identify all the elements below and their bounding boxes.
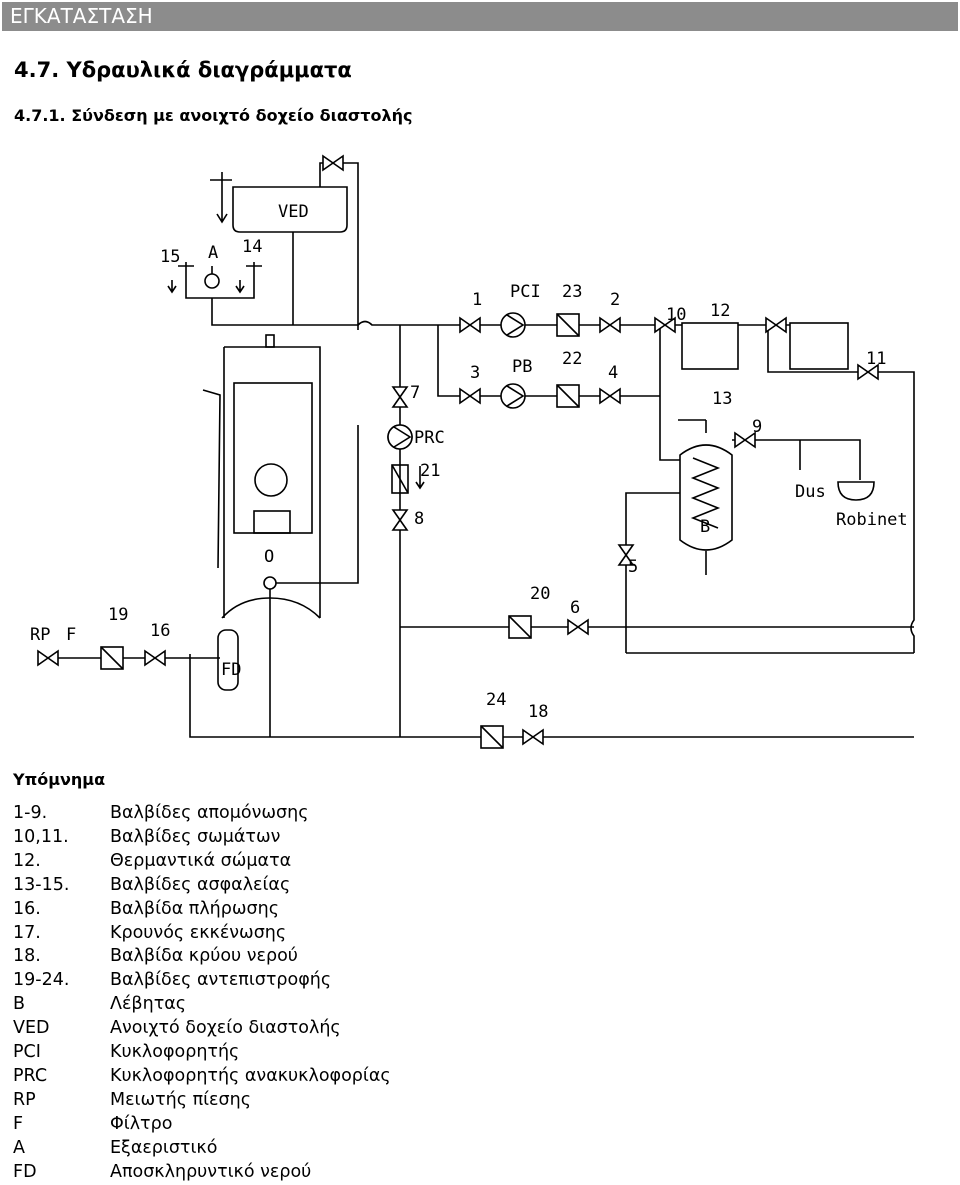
label-robinet: Robinet: [836, 510, 908, 530]
label-rp: RP: [30, 625, 50, 645]
legend-item: 1-9.Βαλβίδες απομόνωσης: [13, 803, 309, 823]
label-15: 15: [160, 247, 180, 267]
label-prc: PRC: [414, 428, 445, 448]
label-6: 6: [570, 598, 580, 618]
label-23: 23: [562, 282, 582, 302]
label-3: 3: [470, 363, 480, 383]
label-18: 18: [528, 702, 548, 722]
label-11: 11: [866, 349, 886, 369]
label-5: 5: [628, 557, 638, 577]
label-pci: PCI: [510, 282, 541, 302]
label-2: 2: [610, 290, 620, 310]
label-22: 22: [562, 349, 582, 369]
legend-title: Υπόμνημα: [13, 770, 106, 789]
legend-item: 19-24.Βαλβίδες αντεπιστροφής: [13, 970, 332, 991]
label-4: 4: [608, 363, 618, 383]
label-12: 12: [710, 301, 730, 321]
legend-item: 13-15.Βαλβίδες ασφαλείας: [13, 874, 291, 895]
legend: 1-9.Βαλβίδες απομόνωσης 10,11.Βαλβίδες σ…: [13, 802, 391, 1185]
legend-item: 17.Κρουνός εκκένωσης: [13, 922, 287, 943]
label-o: O: [264, 547, 274, 567]
hydraulic-diagram: VED PCI PB PRC 1 2 3 4 5 6 7 8 9 10 11 1…: [30, 155, 915, 749]
label-20: 20: [530, 584, 550, 604]
label-8: 8: [414, 509, 424, 529]
label-9: 9: [752, 417, 762, 437]
label-7: 7: [410, 383, 420, 403]
label-14: 14: [242, 237, 262, 257]
label-16: 16: [150, 621, 170, 641]
subsection-title: 4.7.1. Σύνδεση με ανοιχτό δοχείο διαστολ…: [14, 106, 413, 125]
label-a: A: [208, 243, 218, 263]
label-13: 13: [712, 389, 732, 409]
label-1: 1: [472, 290, 482, 310]
label-24: 24: [486, 690, 506, 710]
section-title: 4.7. Υδραυλικά διαγράμματα: [14, 58, 352, 82]
label-dus: Dus: [795, 482, 826, 502]
legend-item: 10,11.Βαλβίδες σωμάτων: [13, 826, 281, 847]
label-f: F: [66, 625, 76, 645]
label-10: 10: [666, 305, 686, 325]
label-19: 19: [108, 605, 128, 625]
legend-item: 12.Θερμαντικά σώματα: [13, 850, 292, 871]
label-fd: FD: [221, 660, 241, 680]
label-b: B: [700, 517, 710, 537]
label-ved: VED: [278, 202, 309, 222]
section-banner: ΕΓΚΑΤΑΣΤΑΣΗ: [2, 2, 958, 31]
label-21: 21: [420, 461, 440, 481]
legend-item: 16.Βαλβίδα πλήρωσης: [13, 898, 279, 919]
legend-item: 18.Βαλβίδα κρύου νερού: [13, 946, 298, 967]
label-pb: PB: [512, 357, 532, 377]
